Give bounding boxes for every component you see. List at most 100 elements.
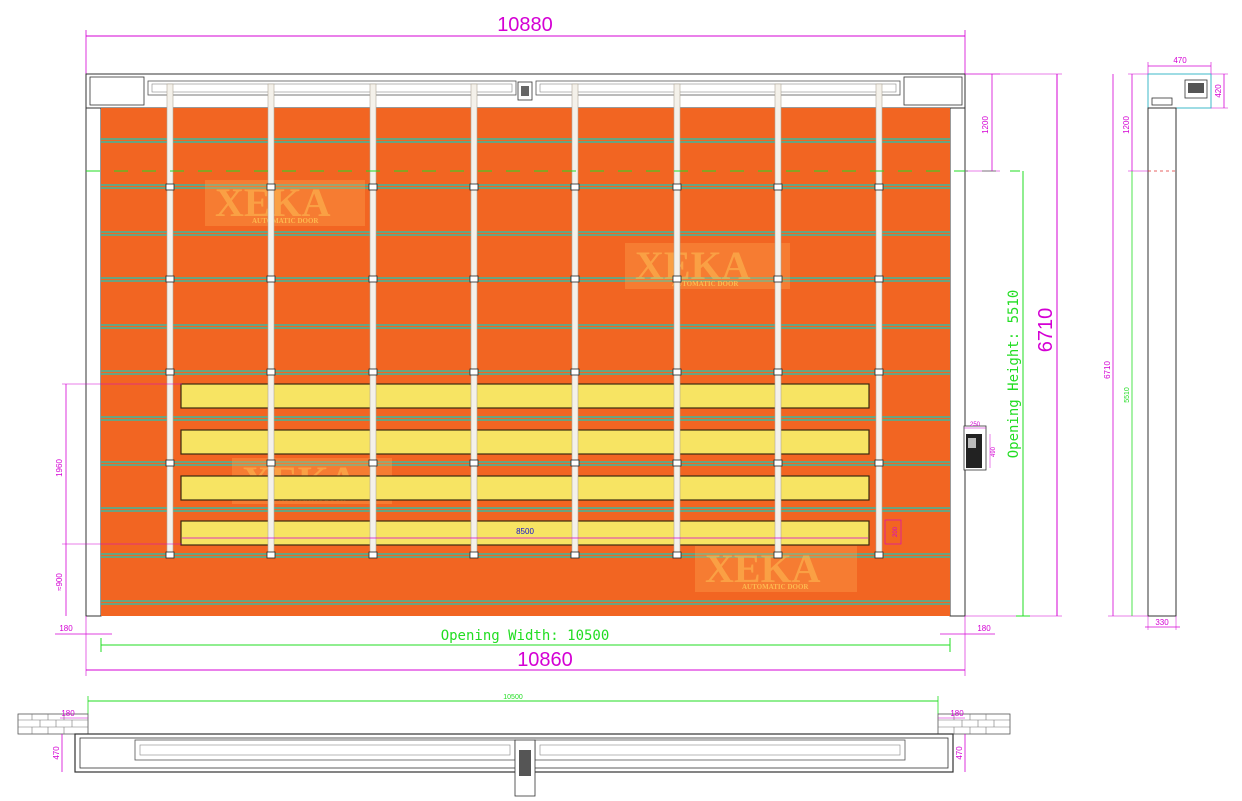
strap-clip xyxy=(469,183,479,191)
dimension-opening-height: Opening Height: 5510 xyxy=(1006,171,1030,617)
strap-clip xyxy=(368,459,378,467)
strap-clip xyxy=(368,275,378,283)
strap-clip xyxy=(165,368,175,376)
window-strip xyxy=(180,429,870,455)
strap-clip xyxy=(469,551,479,559)
strap-clip xyxy=(672,183,682,191)
windows-sill-label: ≈900 xyxy=(55,573,64,591)
strap-clip xyxy=(570,459,580,467)
opening-width-label: Opening Width: 10500 xyxy=(441,628,610,644)
side-opening-height-label: 5510 xyxy=(1124,387,1131,403)
strap-clip xyxy=(570,551,580,559)
plan-left-depth-label: 470 xyxy=(52,746,61,760)
watermark-2-text: XEKA xyxy=(635,243,751,288)
strap xyxy=(673,83,681,559)
wind-bars xyxy=(101,138,950,605)
side-right-label: 180 xyxy=(977,624,991,633)
watermark-2-sub: AUTOMATIC DOOR xyxy=(672,280,739,288)
dimension-overall-width-top: 10880 xyxy=(85,14,966,74)
strap-clip xyxy=(773,183,783,191)
lifting-straps xyxy=(165,83,884,559)
strap xyxy=(470,83,478,559)
right-side-frame xyxy=(949,107,966,617)
plan-wall-left xyxy=(17,713,89,735)
strap-clip xyxy=(874,459,884,467)
strap-clip xyxy=(874,275,884,283)
watermark-4-text: XEKA xyxy=(705,546,821,591)
plan-right-depth-label: 470 xyxy=(955,746,964,760)
side-base-depth-label: 330 xyxy=(1155,618,1169,627)
side-header-height-label: 1200 xyxy=(1122,116,1131,134)
window-height-label: 200 xyxy=(893,526,899,537)
strap-clip xyxy=(773,275,783,283)
strap-clip xyxy=(773,459,783,467)
strap xyxy=(774,83,782,559)
strap-clip xyxy=(672,551,682,559)
plan-wall-right xyxy=(937,713,1011,735)
header-box xyxy=(85,73,966,109)
dimension-header-height: 1200 xyxy=(965,73,1000,172)
opening-height-label: Opening Height: 5510 xyxy=(1006,290,1022,459)
side-left-label: 180 xyxy=(59,624,73,633)
strap-clip xyxy=(368,183,378,191)
watermark-1-sub: AUTOMATIC DOOR xyxy=(252,217,319,225)
window-strip xyxy=(180,475,870,501)
control-box: 250 490 xyxy=(963,422,997,471)
strap xyxy=(267,83,275,559)
window-strip xyxy=(180,383,870,409)
strap-clip xyxy=(165,275,175,283)
window-length-label: 8500 xyxy=(516,527,534,536)
strap xyxy=(571,83,579,559)
control-box-width-label: 250 xyxy=(970,422,981,428)
left-side-frame xyxy=(85,107,102,617)
dimension-overall-height: 6710 xyxy=(965,73,1062,617)
watermark-4: XEKA AUTOMATIC DOOR xyxy=(695,546,857,592)
side-motor-height-label: 420 xyxy=(1214,84,1223,98)
dimension-side-left: 180 xyxy=(55,624,112,635)
dimension-window-length: 8500 200 xyxy=(182,519,902,545)
strap-clip xyxy=(266,368,276,376)
side-view: 470 420 1200 6710 5510 330 xyxy=(1103,56,1228,630)
strap-clip xyxy=(469,368,479,376)
overall-height-label: 6710 xyxy=(1035,308,1057,353)
strap-clip xyxy=(672,459,682,467)
overall-width-top-label: 10880 xyxy=(497,14,553,36)
strap-clip xyxy=(570,275,580,283)
header-height-label: 1200 xyxy=(981,116,990,134)
overall-width-bottom-label: 10860 xyxy=(517,649,573,671)
strap-clip xyxy=(570,183,580,191)
strap-clip xyxy=(672,368,682,376)
control-box-height-label: 490 xyxy=(991,446,997,457)
strap-clip xyxy=(874,551,884,559)
strap xyxy=(166,83,174,559)
watermark-4-sub: AUTOMATIC DOOR xyxy=(742,583,809,591)
strap xyxy=(875,83,883,559)
strap-clip xyxy=(368,368,378,376)
strap-clip xyxy=(773,551,783,559)
dimension-opening-width: Opening Width: 10500 xyxy=(100,628,951,652)
side-post xyxy=(1147,107,1177,617)
plan-view: 10500 180 180 470 470 xyxy=(17,694,1011,797)
plan-right-side-label: 180 xyxy=(950,709,964,718)
strap xyxy=(369,83,377,559)
side-total-height-label: 6710 xyxy=(1103,361,1112,379)
strap-clip xyxy=(469,275,479,283)
strap-clip xyxy=(773,368,783,376)
dimension-side-right: 180 xyxy=(940,624,995,635)
strap-clip xyxy=(874,368,884,376)
front-elevation: 10880 XEKA AUTOMATIC DOOR xyxy=(55,14,1062,676)
windows-zone-label: 1960 xyxy=(55,459,64,477)
strap-clip xyxy=(672,275,682,283)
strap-clip xyxy=(266,551,276,559)
window-strips xyxy=(180,383,870,546)
strap-clip xyxy=(266,275,276,283)
dimension-windows-zone: 1960 ≈900 xyxy=(55,383,182,616)
side-depth-top-label: 470 xyxy=(1173,56,1187,65)
strap-clip xyxy=(266,459,276,467)
watermark-1: XEKA AUTOMATIC DOOR xyxy=(205,180,365,226)
dimension-overall-width-bottom: 10860 xyxy=(85,616,966,676)
strap-clip xyxy=(469,459,479,467)
strap-clip xyxy=(368,551,378,559)
strap-clip xyxy=(266,183,276,191)
